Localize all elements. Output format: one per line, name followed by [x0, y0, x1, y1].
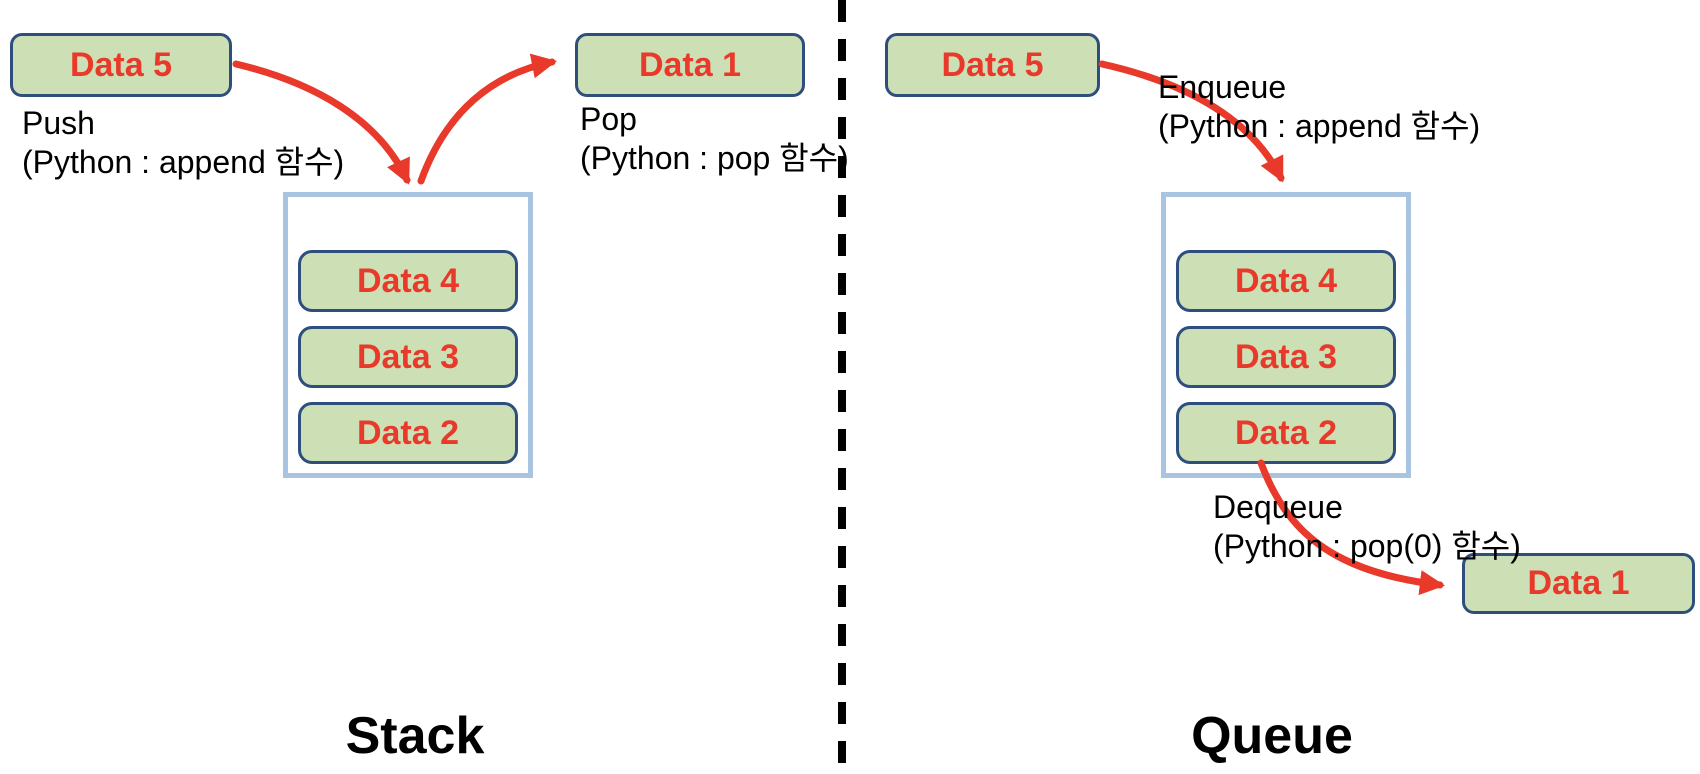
divider-dashed-line — [838, 0, 846, 774]
enqueue-operation-line1: Enqueue — [1158, 69, 1287, 105]
stack-item-data2: Data 2 — [298, 402, 518, 464]
queue-output-data-box: Data 1 — [1462, 553, 1695, 614]
pop-operation-line2: (Python : pop 함수) — [580, 140, 849, 176]
push-operation-line2: (Python : append 함수) — [22, 144, 345, 180]
stack-container: Data 4 Data 3 Data 2 — [283, 192, 533, 478]
push-operation-label: Push (Python : append 함수) — [22, 104, 344, 182]
queue-container: Data 4 Data 3 Data 2 — [1161, 192, 1411, 478]
enqueue-operation-label: Enqueue (Python : append 함수) — [1158, 68, 1480, 146]
stack-title: Stack — [345, 707, 485, 765]
pop-operation-label: Pop (Python : pop 함수) — [580, 100, 849, 178]
queue-item-data3: Data 3 — [1176, 326, 1396, 388]
queue-item-data2: Data 2 — [1176, 402, 1396, 464]
queue-title: Queue — [1191, 707, 1353, 765]
queue-input-data-box: Data 5 — [885, 33, 1100, 97]
pop-operation-line1: Pop — [580, 101, 637, 137]
dequeue-operation-line1: Dequeue — [1213, 489, 1343, 525]
queue-item-data4: Data 4 — [1176, 250, 1396, 312]
dequeue-operation-line2: (Python : pop(0) 함수) — [1213, 528, 1521, 564]
enqueue-operation-line2: (Python : append 함수) — [1158, 108, 1481, 144]
stack-input-data-box: Data 5 — [10, 33, 232, 97]
dequeue-operation-label: Dequeue (Python : pop(0) 함수) — [1213, 488, 1521, 566]
stack-item-data4: Data 4 — [298, 250, 518, 312]
push-operation-line1: Push — [22, 105, 95, 141]
stack-output-data-box: Data 1 — [575, 33, 805, 97]
stack-item-data3: Data 3 — [298, 326, 518, 388]
pop-arrow — [417, 53, 557, 185]
